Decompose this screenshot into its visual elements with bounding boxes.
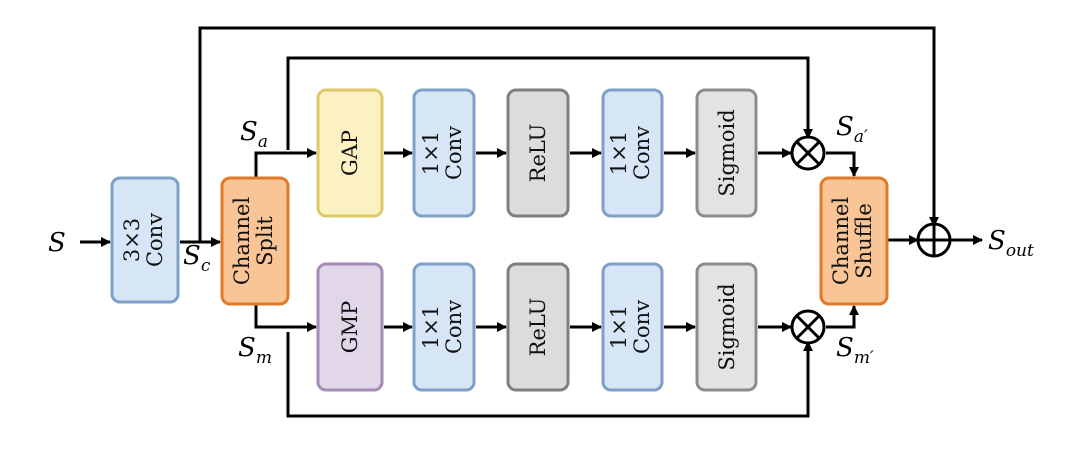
add-operator [916, 222, 952, 258]
edge-residual-skip [198, 26, 939, 242]
conv3x3-box [110, 176, 180, 304]
channel-split-label-line2: Split [253, 216, 277, 266]
edge-split-to-gap [254, 148, 317, 178]
relu-top-label: ReLU [526, 124, 550, 183]
gap-box [316, 88, 384, 218]
edge-multiply-bot-to-shuffle [826, 305, 859, 329]
relu-top-box [506, 88, 570, 218]
conv1x1-top-a-block: 1×1 Conv [412, 88, 476, 218]
sigmoid-top-box [695, 88, 758, 218]
channel-split-box [220, 176, 290, 306]
gmp-box [316, 262, 384, 392]
multiply-bottom-cross-b [795, 314, 821, 340]
multiply-bottom-operator [790, 309, 826, 345]
conv1x1-top-b-label-line1: 1×1 [607, 131, 631, 175]
relu-top-block: ReLU [506, 88, 570, 218]
conv1x1-bot-b-label-line1: 1×1 [607, 305, 631, 349]
gap-block: GAP [316, 88, 384, 218]
channel-shuffle-label-line2: Shuffle [852, 203, 876, 279]
conv1x1-bot-b-label-line2: Conv [630, 300, 654, 354]
s-a-label: Sa [240, 117, 268, 152]
channel-split-label-line1: Channel [230, 197, 254, 286]
edge-multiply-top-to-shuffle [826, 151, 859, 177]
channel-shuffle-block: Channel Shuffle [819, 176, 889, 306]
conv1x1-top-b-block: 1×1 Conv [601, 88, 664, 218]
conv3x3-label-line1: 3×3 [120, 218, 144, 262]
sigmoid-bot-block: Sigmoid [695, 262, 758, 392]
channel-shuffle-label-line1: Channel [829, 197, 853, 286]
relu-bot-label: ReLU [526, 298, 550, 357]
sigmoid-top-block: Sigmoid [695, 88, 758, 218]
s-m-label: Sm [238, 333, 272, 368]
conv1x1-bot-a-label-line1: 1×1 [419, 305, 443, 349]
s-out-label: Sout [988, 226, 1034, 261]
sigmoid-bot-box [695, 262, 758, 392]
conv1x1-top-a-label-line2: Conv [442, 126, 466, 180]
conv1x1-bot-b-box [601, 262, 664, 392]
channel-split-block: Channel Split [220, 176, 290, 306]
sigmoid-bot-label: Sigmoid [715, 283, 739, 370]
sigmoid-top-label: Sigmoid [715, 109, 739, 196]
edge-bottom-bypass [286, 332, 813, 418]
edge-split-to-gmp [254, 304, 317, 332]
conv1x1-top-a-label-line1: 1×1 [419, 131, 443, 175]
conv1x1-top-b-box [601, 88, 664, 218]
input-s-label: S [48, 228, 66, 258]
conv1x1-bot-a-label-line2: Conv [442, 300, 466, 354]
multiply-top-operator [790, 135, 826, 171]
conv1x1-bot-a-block: 1×1 Conv [412, 262, 476, 392]
conv1x1-top-a-box [412, 88, 476, 218]
relu-bot-box [506, 262, 570, 392]
conv1x1-top-b-label-line2: Conv [630, 126, 654, 180]
s-c-label: Sc [183, 241, 211, 276]
s-m-prime-label: Sm′ [836, 333, 874, 368]
conv1x1-bot-b-block: 1×1 Conv [601, 262, 664, 392]
s-a-prime-label: Sa′ [836, 112, 868, 147]
multiply-top-cross-b [795, 140, 821, 166]
relu-bot-block: ReLU [506, 262, 570, 392]
edge-top-bypass [286, 56, 813, 150]
gmp-block: GMP [316, 262, 384, 392]
conv3x3-label-line2: Conv [143, 213, 167, 267]
gmp-label: GMP [338, 301, 362, 353]
conv1x1-bot-a-box [412, 262, 476, 392]
conv3x3-block: 3×3 Conv [110, 176, 180, 304]
channel-shuffle-box [819, 176, 889, 306]
gap-label: GAP [338, 130, 362, 176]
